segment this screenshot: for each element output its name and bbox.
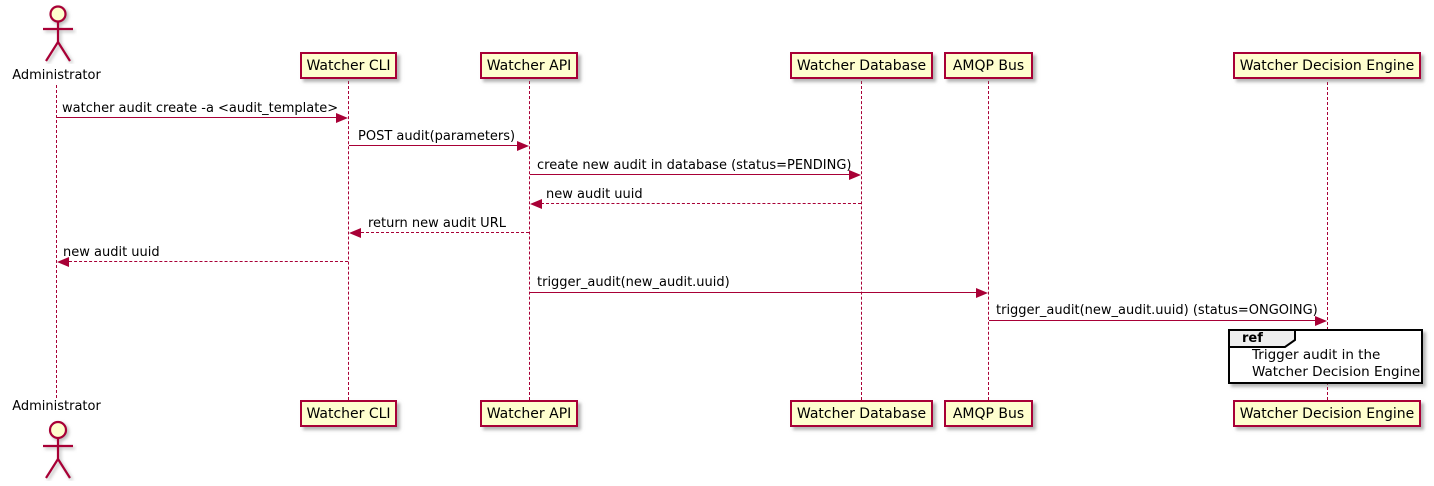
message-line: [69, 261, 348, 262]
message-line: [361, 232, 529, 233]
message-line: [57, 117, 343, 118]
ref-fragment: ref Trigger audit in the Watcher Decisio…: [1228, 329, 1423, 384]
participant-watcher-database-bottom: Watcher Database: [790, 400, 933, 427]
arrowhead-icon: [57, 257, 69, 267]
arrowhead-icon: [336, 113, 348, 123]
arrowhead-icon: [530, 199, 542, 209]
participant-watcher-api-bottom: Watcher API: [480, 400, 578, 427]
participant-watcher-cli-bottom: Watcher CLI: [300, 400, 397, 427]
arrowhead-icon: [849, 170, 861, 180]
actor-icon: [43, 5, 73, 62]
message-label: return new audit URL: [368, 216, 506, 231]
message-line: [530, 174, 856, 175]
lifeline-watcher-decision-engine: [1327, 82, 1328, 400]
message-label: trigger_audit(new_audit.uuid): [537, 275, 730, 290]
message-label: new audit uuid: [546, 187, 643, 202]
arrowhead-icon: [349, 228, 361, 238]
ref-keyword: ref: [1242, 331, 1263, 346]
participant-watcher-decision-engine-bottom: Watcher Decision Engine: [1233, 400, 1421, 427]
actor-label-bottom: Administrator: [12, 399, 101, 414]
message-label: trigger_audit(new_audit.uuid) (status=ON…: [996, 303, 1318, 318]
actor-label-top: Administrator: [12, 68, 101, 83]
message-label: create new audit in database (status=PEN…: [537, 158, 852, 173]
arrowhead-icon: [517, 141, 529, 151]
ref-text-line2: Watcher Decision Engine: [1252, 364, 1421, 380]
participant-watcher-database-top: Watcher Database: [790, 52, 933, 79]
message-label: new audit uuid: [63, 245, 160, 260]
message-label: watcher audit create -a <audit_template>: [62, 101, 339, 116]
message-line: [541, 203, 861, 204]
actor-icon: [43, 420, 73, 479]
lifeline-watcher-database: [861, 81, 862, 400]
participant-watcher-api-top: Watcher API: [480, 52, 578, 79]
lifeline-watcher-api: [529, 81, 530, 400]
ref-text-line1: Trigger audit in the: [1252, 347, 1381, 363]
participant-amqp-bus-top: AMQP Bus: [944, 52, 1033, 79]
lifeline-watcher-cli: [348, 81, 349, 400]
arrowhead-icon: [1315, 316, 1327, 326]
lifeline-amqp-bus: [988, 81, 989, 400]
message-line: [530, 292, 983, 293]
message-label: POST audit(parameters): [358, 129, 516, 144]
arrowhead-icon: [976, 288, 988, 298]
participant-amqp-bus-bottom: AMQP Bus: [944, 400, 1033, 427]
participant-watcher-decision-engine-top: Watcher Decision Engine: [1233, 52, 1421, 79]
lifeline-administrator: [56, 85, 57, 398]
participant-watcher-cli-top: Watcher CLI: [300, 52, 397, 79]
ref-header-pentagon: [1228, 329, 1296, 348]
message-line: [989, 320, 1322, 321]
message-line: [349, 145, 524, 146]
